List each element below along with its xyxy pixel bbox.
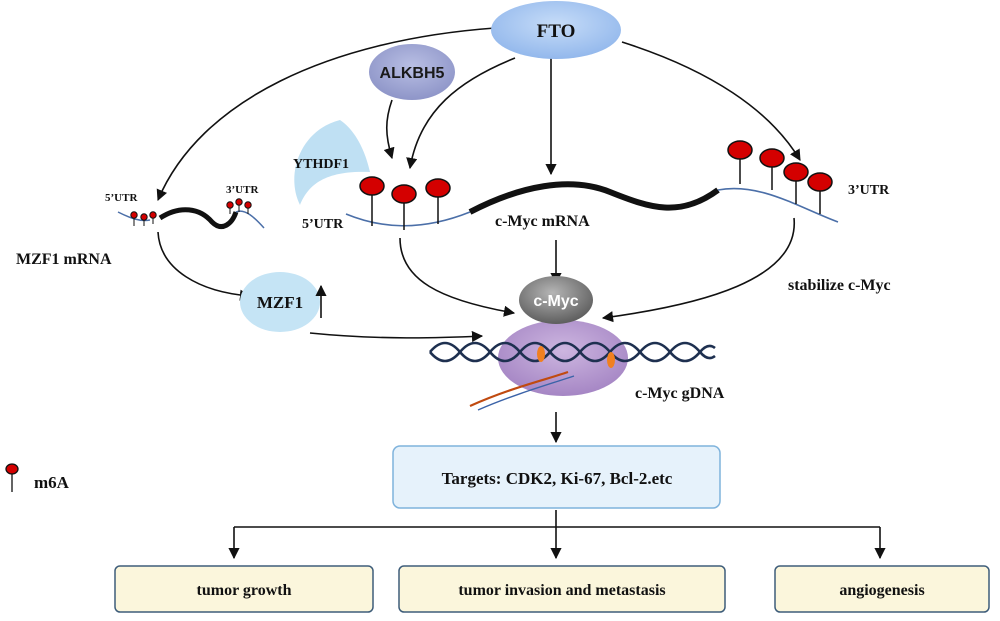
- arrow-5utr-to-cmyc: [399, 237, 516, 317]
- arrow-mzf1-mrna-to-mzf1: [157, 231, 252, 301]
- cmyc-mrna-5utr-strand: [345, 211, 471, 227]
- mzf1-mrna-label: MZF1 mRNA: [16, 251, 112, 268]
- outcome-invasion: tumor invasion and metastasis: [458, 582, 665, 599]
- arrow-fto-to-cmyc-3utr: [621, 41, 801, 161]
- arrow-stabilize-to-cmyc: [601, 217, 795, 323]
- cmyc-5utr-m6a-sites: [359, 176, 451, 230]
- ythdf1-label: YTHDF1: [293, 157, 349, 172]
- transcript-strand-b: [477, 375, 575, 411]
- targets-box: [392, 445, 721, 509]
- mzf1-m6a-sites: [130, 198, 252, 226]
- orange-marker-right: [607, 352, 615, 368]
- ythdf1-node: [294, 120, 370, 205]
- cmyc-mrna-label: c-Myc mRNA: [495, 213, 590, 230]
- mzf1-5utr-label: 5’UTR: [105, 192, 138, 204]
- arrow-fto-to-mzf1-mrna: [156, 27, 496, 202]
- cmyc-3utr-label: 3’UTR: [848, 183, 890, 198]
- orange-marker-left: [537, 346, 545, 362]
- mzf1-node: [240, 272, 320, 332]
- arrow-fto-to-cmyc-5utr: [406, 57, 516, 170]
- cmyc-gdna-label: c-Myc gDNA: [635, 385, 725, 402]
- dna-double-helix: [429, 341, 716, 363]
- legend-m6a-label: m6A: [34, 473, 70, 492]
- transcription-complex: [498, 320, 628, 396]
- cmyc-mrna-coding: [468, 181, 720, 215]
- legend-m6a-symbol: [5, 463, 19, 492]
- stabilize-label: stabilize c-Myc: [788, 277, 891, 294]
- targets-label: Targets: CDK2, Ki-67, Bcl-2.etc: [442, 469, 673, 488]
- arrow-alkbh5-to-cmyc: [383, 99, 395, 160]
- cmyc-node: [519, 276, 593, 324]
- alkbh5-label: ALKBH5: [380, 65, 445, 82]
- transcript-strand: [469, 370, 569, 408]
- outcome-box-invasion: [398, 565, 726, 613]
- arrow-mzf1-to-complex: [309, 330, 484, 343]
- cmyc-5utr-label: 5’UTR: [302, 217, 344, 232]
- cmyc-mrna-3utr-strand: [717, 187, 839, 223]
- branch-line: [234, 510, 880, 528]
- mzf1-label: MZF1: [257, 293, 303, 312]
- outcome-box-angiogenesis: [774, 565, 990, 613]
- outcome-box-tumor-growth: [114, 565, 374, 613]
- cmyc-3utr-m6a-sites: [727, 140, 833, 214]
- fto-node: [491, 1, 621, 59]
- mzf1-mrna-strand: [117, 211, 151, 222]
- mzf1-mrna-coding: [158, 207, 239, 229]
- mzf1-mrna-3utr-strand: [235, 210, 265, 229]
- fto-label: FTO: [537, 21, 576, 42]
- outcome-angiogenesis: angiogenesis: [839, 582, 924, 599]
- mzf1-3utr-label: 3’UTR: [226, 184, 259, 196]
- alkbh5-node: [369, 44, 455, 100]
- outcome-tumor-growth: tumor growth: [197, 582, 292, 599]
- cmyc-label: c-Myc: [533, 293, 578, 310]
